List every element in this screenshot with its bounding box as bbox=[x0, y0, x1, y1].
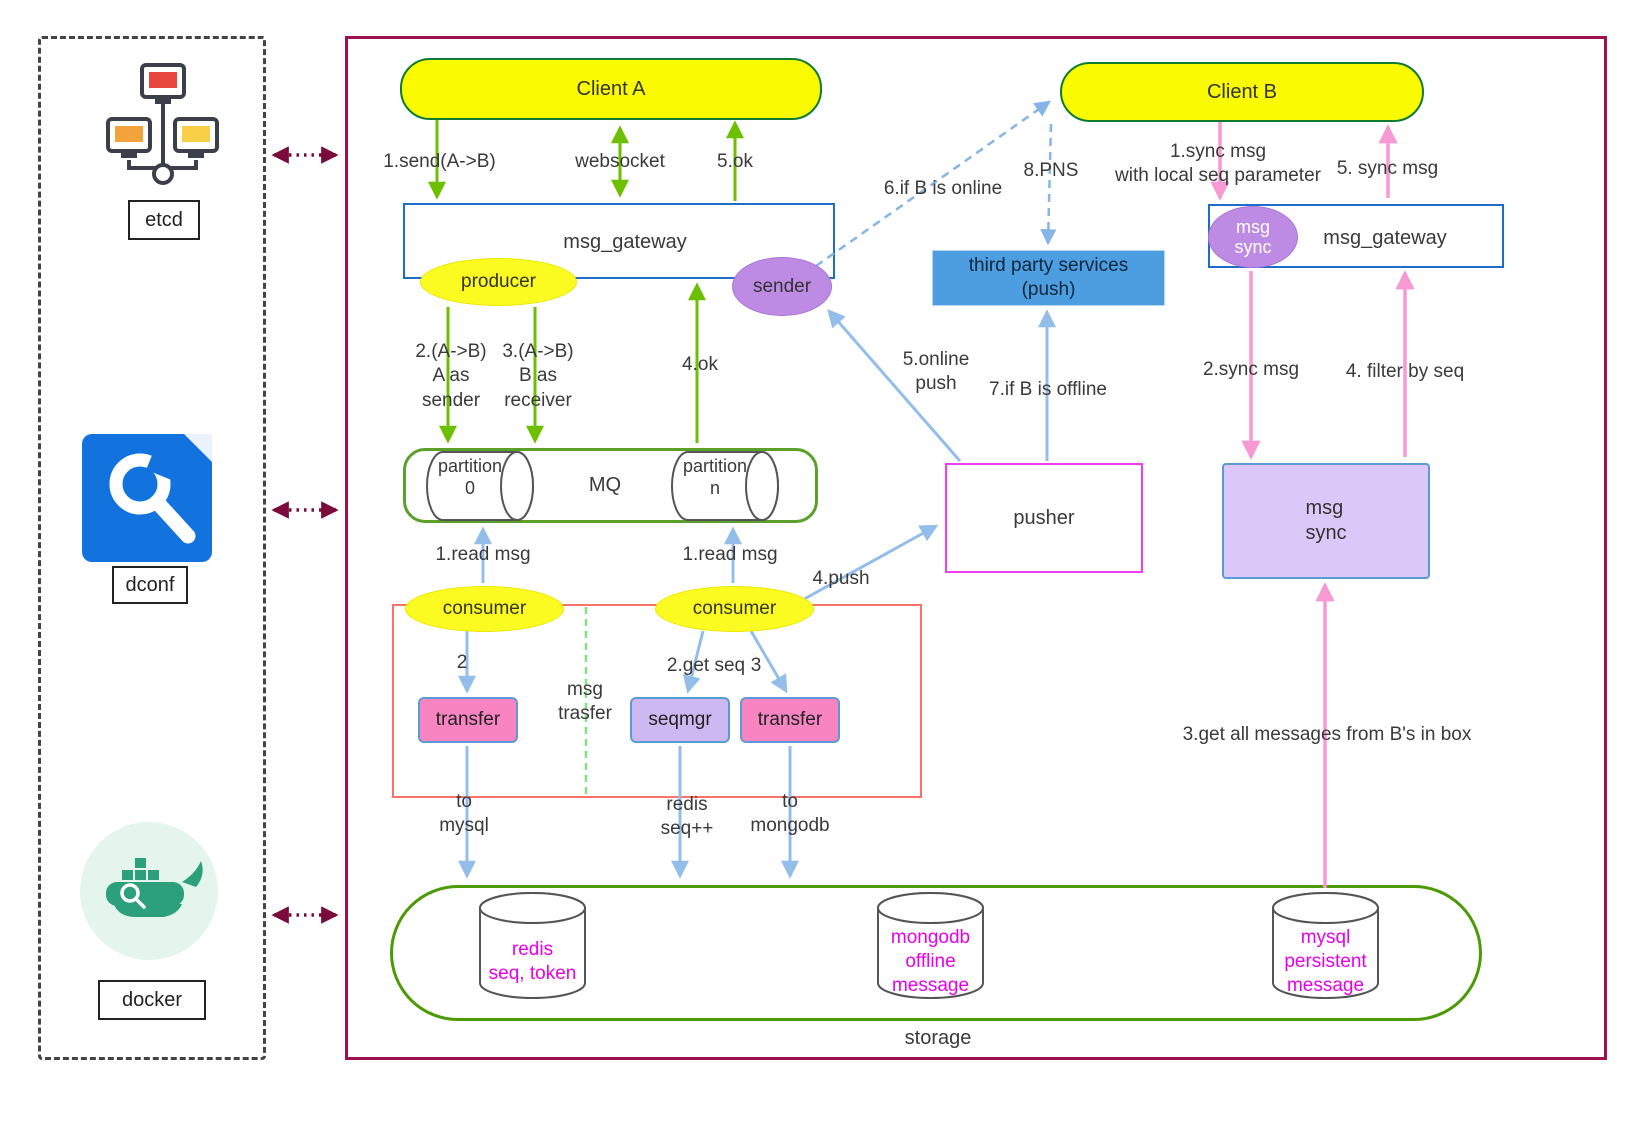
partition-0-label: partition 0 bbox=[437, 456, 503, 498]
label-if-b-offline: 7.if B is offline bbox=[989, 379, 1107, 400]
docker-label: docker bbox=[98, 980, 206, 1020]
label-ok-4: 4.ok bbox=[682, 354, 718, 375]
msg-sync-ellipse-node: msg sync bbox=[1208, 206, 1298, 268]
consumer-left-node: consumer bbox=[405, 586, 564, 632]
producer-node: producer bbox=[420, 258, 577, 306]
label-sync-msg-2: 2.sync msg bbox=[1202, 359, 1300, 380]
label-get-seq: 2.get seq bbox=[666, 655, 746, 676]
third-party-services-node: third party services (push) bbox=[932, 250, 1165, 306]
transfer-right-node: transfer bbox=[740, 697, 840, 743]
label-read-msg-left: 1.read msg bbox=[435, 544, 531, 565]
label-filter-by-seq: 4. filter by seq bbox=[1345, 361, 1465, 382]
label-read-msg-right: 1.read msg bbox=[682, 544, 778, 565]
label-a-as-sender: 2.(A->B) A as sender bbox=[415, 341, 487, 411]
msg-gateway-right-title: msg_gateway bbox=[1323, 227, 1447, 249]
left-panel-border bbox=[38, 36, 266, 1060]
client-a-node: Client A bbox=[400, 58, 822, 120]
seqmgr-node: seqmgr bbox=[630, 697, 730, 743]
etcd-icon bbox=[105, 62, 220, 194]
mq-title: MQ bbox=[588, 474, 622, 496]
label-redis-seq: redis seq++ bbox=[660, 794, 714, 840]
label-websocket: websocket bbox=[575, 151, 665, 172]
etcd-label: etcd bbox=[128, 200, 200, 240]
mongodb-db-label: mongodb offline message bbox=[890, 927, 971, 996]
label-get-all-msgs: 3.get all messages from B's in box bbox=[1182, 724, 1472, 745]
msg-gateway-left-title: msg_gateway bbox=[563, 231, 687, 253]
main-diagram-border bbox=[345, 36, 1607, 1060]
label-step-3: 3 bbox=[750, 655, 762, 676]
sender-node: sender bbox=[732, 257, 832, 316]
label-push-4: 4.push bbox=[812, 568, 870, 589]
label-sync-msg-up: 5. sync msg bbox=[1336, 158, 1439, 179]
pusher-node: pusher bbox=[945, 463, 1143, 573]
docker-icon bbox=[78, 820, 220, 962]
mysql-db-label: mysql persistent message bbox=[1284, 927, 1367, 996]
partition-n-label: partition n bbox=[682, 456, 748, 498]
label-step-2: 2 bbox=[456, 652, 468, 673]
redis-db-label: redis seq, token bbox=[488, 939, 577, 984]
storage-title: storage bbox=[904, 1027, 972, 1049]
dconf-icon bbox=[80, 432, 218, 564]
transfer-left-node: transfer bbox=[418, 697, 518, 743]
label-to-mongodb: to mongodb bbox=[750, 791, 830, 837]
label-to-mysql: to mysql bbox=[439, 791, 489, 837]
label-pns: 8.PNS bbox=[1023, 160, 1079, 181]
label-sync-msg-down: 1.sync msg with local seq parameter bbox=[1115, 141, 1321, 187]
label-send-a-b: 1.send(A->B) bbox=[383, 151, 496, 172]
consumer-right-node: consumer bbox=[655, 586, 814, 632]
msg-sync-node: msg sync bbox=[1222, 463, 1430, 579]
label-if-b-online: 6.if B is online bbox=[883, 178, 1003, 199]
label-ok-5: 5.ok bbox=[717, 151, 753, 172]
client-b-node: Client B bbox=[1060, 62, 1424, 122]
label-b-as-receiver: 3.(A->B) B as receiver bbox=[502, 341, 574, 411]
label-msg-trasfer: msg trasfer bbox=[558, 679, 612, 725]
label-online-push: 5.online push bbox=[902, 349, 970, 395]
dconf-label: dconf bbox=[112, 566, 188, 604]
